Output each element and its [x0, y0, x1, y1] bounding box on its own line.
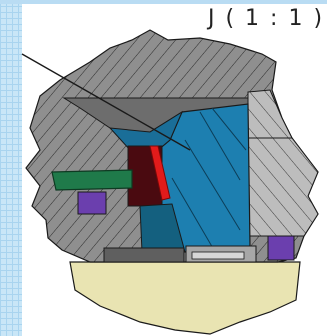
green-pin	[51, 169, 133, 191]
right-lower-block	[247, 137, 319, 237]
purple-block-left	[77, 191, 107, 215]
detail-view-label: J ( 1 : 1 )	[208, 6, 325, 31]
red-seal	[149, 145, 171, 201]
leader-line	[21, 53, 191, 151]
bottom-bar-left	[103, 247, 185, 263]
base-material	[69, 261, 301, 335]
decorative-side-strip	[0, 0, 22, 336]
purple-block-right	[267, 235, 295, 261]
decorative-top-strip	[0, 0, 327, 4]
bottom-bar-inner	[191, 251, 245, 260]
teal-lower-block	[139, 203, 186, 253]
right-block	[247, 89, 293, 139]
